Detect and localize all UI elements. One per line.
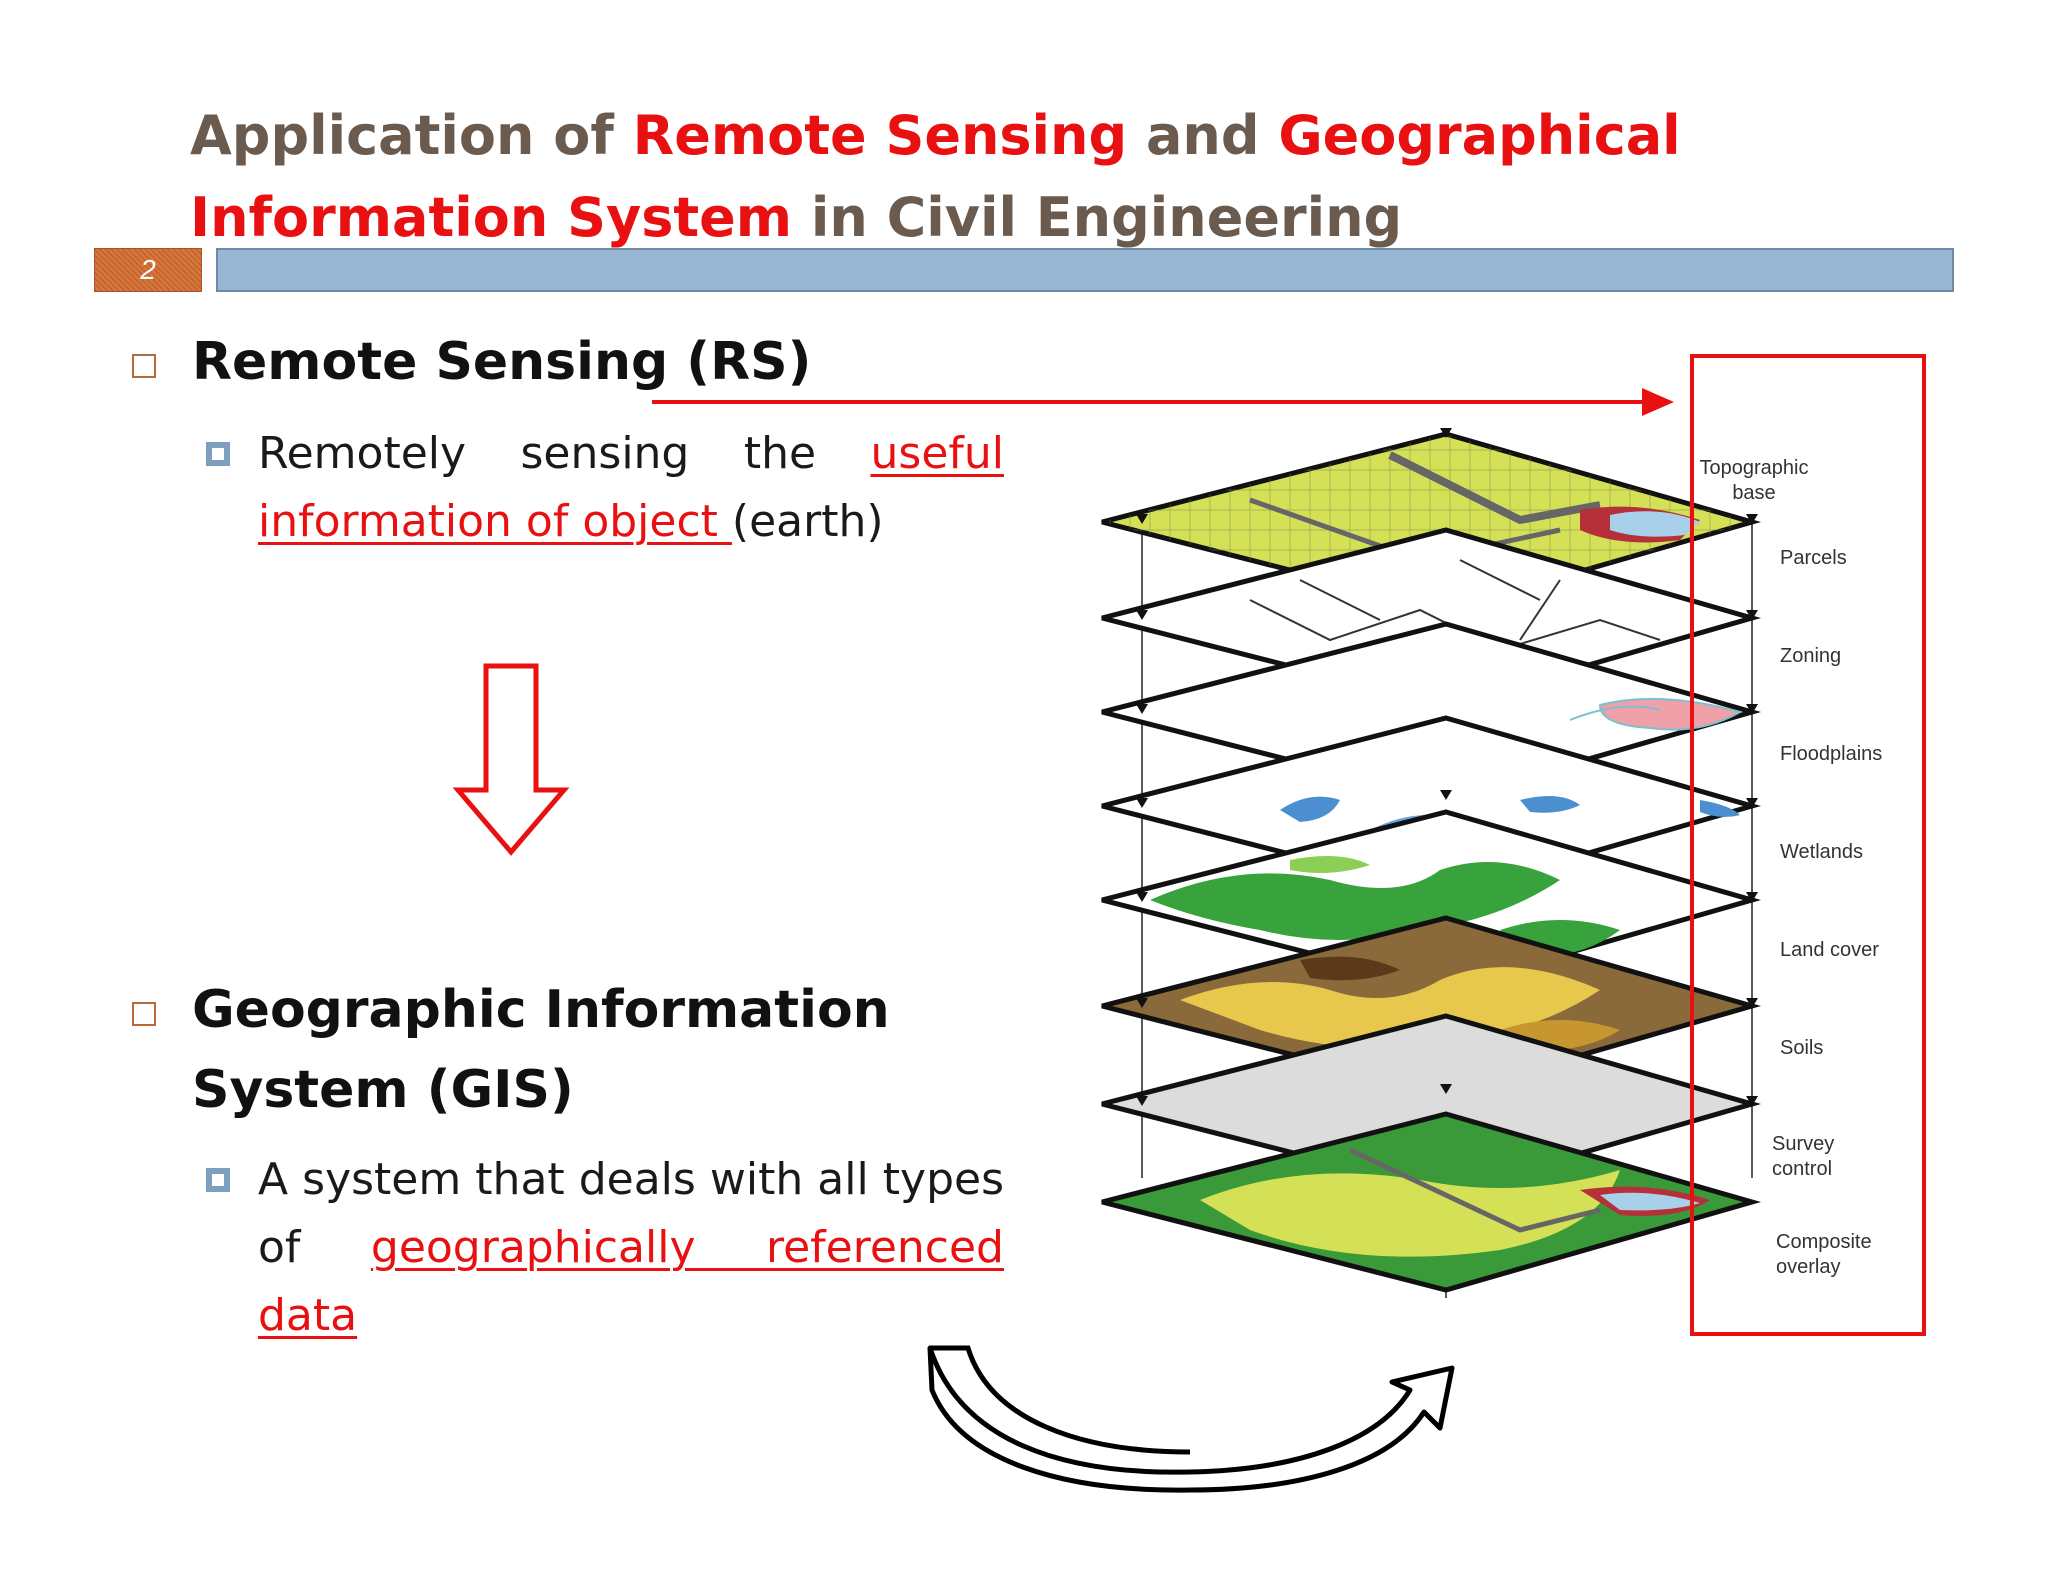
header-rule-bar <box>216 248 1954 292</box>
rs-sub-bullet-icon <box>206 442 230 466</box>
title-part-4: Geographical <box>1278 104 1681 167</box>
guide-arrowheads <box>1136 428 1758 1106</box>
label-topographic-base: Topographic base <box>1699 457 1809 504</box>
gis-bullet-icon <box>132 1002 156 1026</box>
rs-bullet-icon <box>132 354 156 378</box>
rs-heading: Remote Sensing (RS) <box>192 332 812 392</box>
label-parcels: Parcels <box>1780 547 1847 569</box>
gis-text-1: A system that deals with all types of <box>258 1154 1004 1273</box>
label-land-cover: Land cover <box>1780 939 1879 961</box>
gis-heading-line-1: Geographic Information <box>192 980 890 1040</box>
layer-composite-overlay <box>1101 1111 1762 1293</box>
title-part-5: Information System <box>190 186 793 249</box>
curved-arrow-icon <box>927 1345 1455 1493</box>
gis-description: A system that deals with all types of ge… <box>258 1146 1004 1350</box>
rs-text-3: (earth) <box>731 496 884 547</box>
slide-number: 2 <box>94 248 202 292</box>
title-part-2: Remote Sensing <box>632 104 1128 167</box>
label-soils: Soils <box>1780 1037 1824 1059</box>
down-arrow-icon <box>452 663 570 856</box>
title-part-3: and <box>1127 104 1279 167</box>
slide-title: Application of Remote Sensing and Geogra… <box>190 95 1690 259</box>
label-floodplains: Floodplains <box>1780 743 1883 765</box>
layer-topographic-base <box>1101 431 1762 613</box>
label-survey-control: Survey control <box>1772 1133 1835 1180</box>
rs-to-layers-arrow <box>652 388 1674 416</box>
rs-description: Remotely sensing the useful information … <box>258 420 1004 556</box>
gis-sub-bullet-icon <box>206 1168 230 1192</box>
label-zoning: Zoning <box>1780 645 1842 667</box>
label-composite-overlay: Composite overlay <box>1776 1231 1872 1278</box>
title-part-1: Application of <box>190 104 633 167</box>
gis-heading: Geographic Information System (GIS) <box>192 970 890 1130</box>
layer-labels-frame <box>1690 354 1926 1336</box>
gis-heading-line-2: System (GIS) <box>192 1060 574 1120</box>
label-wetlands: Wetlands <box>1780 841 1864 863</box>
title-part-6: in Civil Engineering <box>792 186 1403 249</box>
rs-text-highlight: useful information of object <box>258 428 1004 547</box>
gis-text-highlight: geographically referenced data <box>258 1222 1004 1341</box>
rs-text-1: Remotely sensing the <box>258 428 871 479</box>
